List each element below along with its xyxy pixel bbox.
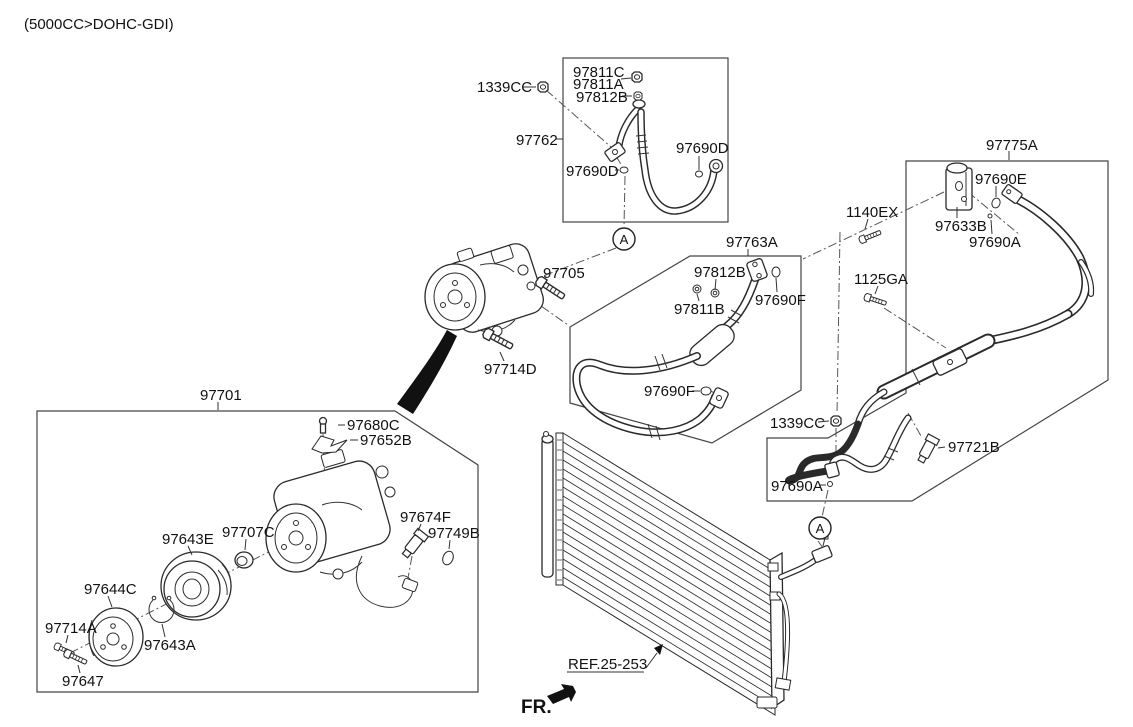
discharge-hose-box-97762: [562, 57, 729, 223]
bolt-icon-97647: [62, 648, 89, 667]
mount-bracket-97652b: [311, 435, 348, 454]
pulley-97643e: [160, 551, 232, 621]
part-label-97812b-mid: 97812B: [694, 264, 746, 281]
fr-direction-arrow: [547, 684, 576, 704]
part-label-97811c: 97811C: [573, 64, 625, 81]
part-label-97701: 97701: [200, 387, 242, 404]
connection-marker-bottom: [808, 516, 832, 540]
nut-icon-1339cc-bottom: [830, 415, 842, 427]
part-label-97690e: 97690E: [975, 171, 1027, 188]
part-label-97811b: 97811B: [674, 301, 725, 318]
o-ring-97690f-bottom: [700, 386, 712, 396]
part-label-97644c: 97644C: [84, 581, 137, 598]
pressure-sensor-97721b: [914, 433, 941, 466]
part-label-97643e: 97643E: [162, 531, 214, 548]
engine-spec-label: (5000CC>DOHC-GDI): [24, 16, 174, 33]
marker-a-bottom-label: A: [816, 521, 825, 536]
o-ring-97690a-bottom: [827, 481, 833, 487]
part-label-97707c: 97707C: [222, 524, 275, 541]
part-label-97690f-right: 97690F: [755, 292, 806, 309]
suction-hose-drawing: [572, 258, 768, 441]
drive-belt: [397, 330, 457, 414]
part-label-1339cc-bottom: 1339CC: [770, 415, 825, 432]
part-label-97714a: 97714A: [45, 620, 97, 637]
part-label-1140ex: 1140EX: [846, 204, 898, 221]
stud-icon-97680c: [318, 416, 328, 434]
connection-marker-top: [612, 227, 636, 251]
o-ring-97690a-right: [987, 213, 993, 219]
pressure-sensor-97674f: [399, 527, 430, 561]
part-label-97674f: 97674F: [400, 509, 451, 526]
clutch-disc-97644c: [88, 607, 144, 667]
pipe-assembly-outline-97775A: [766, 160, 1109, 502]
part-label-97690d-left: 97690D: [566, 163, 619, 180]
expansion-valve-97633b: [945, 162, 973, 211]
o-ring-97690d-right: [695, 170, 703, 178]
part-label-97647: 97647: [62, 673, 104, 690]
part-label-97812b-top: 97812B: [576, 89, 628, 106]
part-label-97690a-bottom: 97690A: [771, 478, 823, 495]
part-label-97690d-right: 97690D: [676, 140, 729, 157]
part-label-97749b: 97749B: [428, 525, 480, 542]
part-label-97714d: 97714D: [484, 361, 537, 378]
part-label-97680c: 97680C: [347, 417, 400, 434]
part-label-97633b: 97633B: [935, 218, 987, 235]
part-label-97762: 97762: [516, 132, 558, 149]
part-label-97705: 97705: [543, 265, 585, 282]
nut-icon-97812-top: [633, 91, 643, 101]
part-label-97721b: 97721B: [948, 439, 1000, 456]
condenser-drawing: [541, 431, 833, 716]
nut-icon-1339cc-top: [537, 81, 549, 93]
marker-a-top-label: A: [620, 232, 629, 247]
part-label-97652b: 97652B: [360, 432, 412, 449]
part-label-97690f-bottom: 97690F: [644, 383, 695, 400]
compressor-assembly-box-97701: [36, 410, 479, 693]
fr-label: FR.: [521, 697, 552, 718]
part-labels: (5000CC>DOHC-GDI) 97811C 97811A 97812B 1…: [24, 16, 1038, 718]
leader-lines: [65, 77, 1010, 674]
part-label-1125ga: 1125GA: [854, 271, 908, 288]
o-ring-97749b: [442, 550, 454, 566]
discharge-hose-drawing: [604, 99, 724, 215]
part-label-97811a: 97811A: [573, 76, 624, 93]
pipe-assembly-drawing: [785, 162, 1095, 485]
condenser-ref-label: REF.25-253: [568, 656, 647, 673]
o-ring-97690d-left: [619, 166, 629, 174]
part-label-97763a: 97763A: [726, 234, 778, 251]
bolt-icon-1125ga: [862, 292, 888, 308]
part-label-97690a-right: 97690A: [969, 234, 1021, 251]
seal-97707c: [234, 551, 254, 569]
suction-hose-outline-97763A: [569, 255, 802, 444]
compressor-drawing-top: [424, 243, 544, 337]
nut-icon-97811: [631, 71, 643, 83]
part-label-97643a: 97643A: [144, 637, 196, 654]
o-ring-97690e: [991, 197, 1001, 209]
snap-ring-97643a: [148, 595, 175, 623]
part-label-1339cc-top: 1339CC: [477, 79, 532, 96]
compressor-drawing-main: [265, 449, 419, 608]
part-label-97775a: 97775A: [986, 137, 1038, 154]
o-ring-97690f-right: [771, 266, 781, 278]
